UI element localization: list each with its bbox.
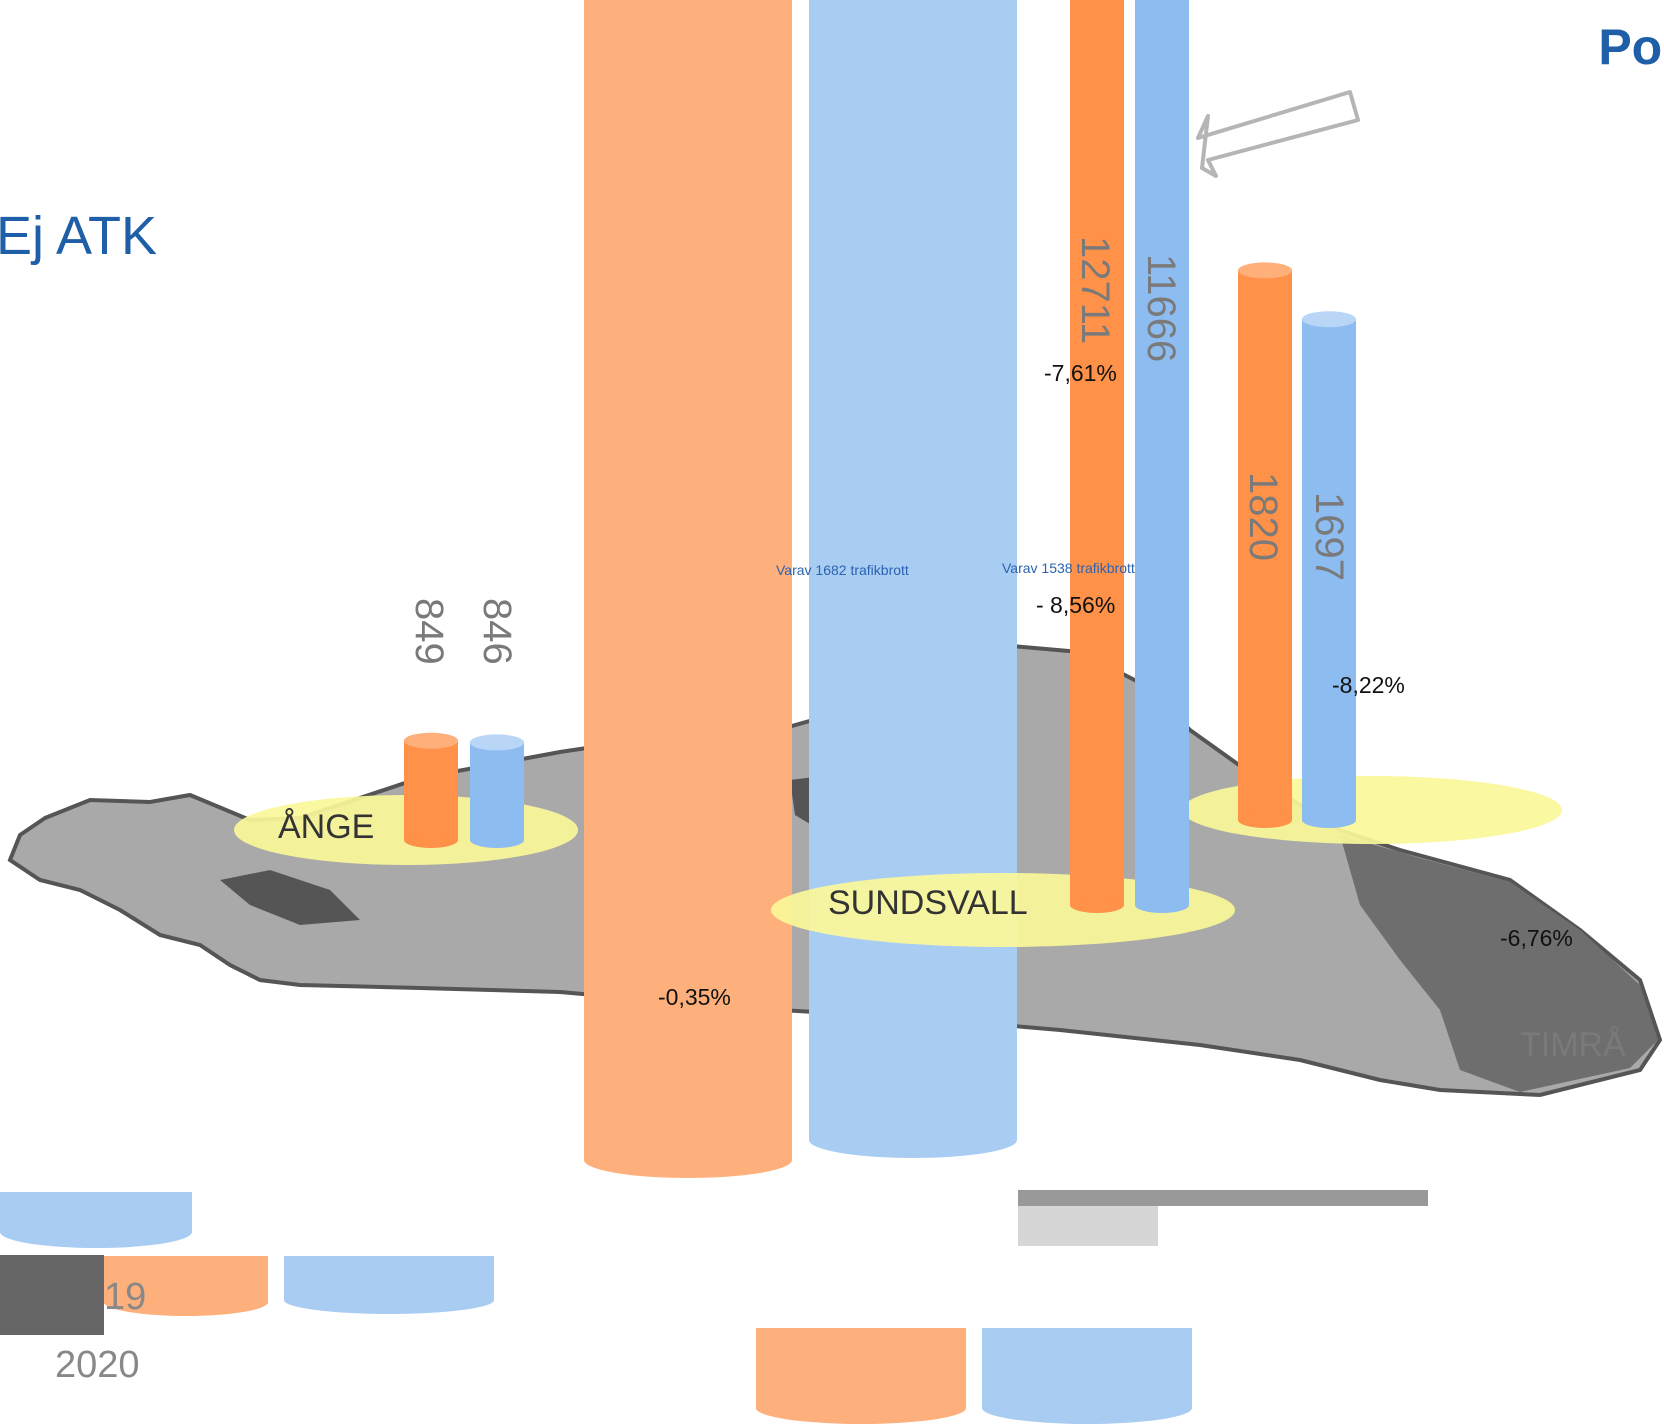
bg-cylinder-blue (809, 0, 1017, 1158)
value-label-ange-b: 846 (475, 598, 519, 665)
legend-swatch-blue-top (0, 1192, 192, 1248)
bars-layer (404, 0, 1356, 913)
legend-swatch-blue (284, 1256, 494, 1314)
bg-cylinder-orange (584, 0, 792, 1178)
bar-sundsvall-a (1070, 0, 1124, 913)
change-label-sundsvall: -7,61% (1044, 360, 1117, 386)
town-label-timra: TIMRÅ (1520, 1026, 1626, 1064)
map-strip-fade (1018, 1206, 1158, 1246)
bar-timr-a (1238, 262, 1292, 828)
change-label-subnote: - 8,56% (1036, 592, 1116, 618)
bar-sundsvall-b (1135, 0, 1189, 913)
bar-timr-b (1302, 311, 1356, 828)
legend-label-2019: 19 (104, 1276, 147, 1318)
subnote-2020: Varav 1538 trafikbrott (1002, 560, 1135, 576)
change-label-ange: -0,35% (658, 984, 731, 1010)
legend-swatch-orange-bottom (756, 1328, 966, 1424)
value-label-sundsvall-a: 12711 (1073, 236, 1117, 345)
town-label-sundsvall: SUNDSVALL (828, 884, 1028, 922)
page-title: Ej ATK (0, 206, 158, 266)
subnote-2019: Varav 1682 trafikbrott (776, 562, 909, 578)
value-label-ange-a: 849 (407, 598, 451, 665)
map-fragment (0, 1255, 104, 1335)
legend-swatch-orange (104, 1256, 268, 1316)
town-label-ange: ÅNGE (278, 808, 375, 846)
value-label-sundsvall-b: 11666 (1139, 254, 1183, 363)
map-region-timra (1340, 835, 1658, 1092)
change-label-extra: -8,22% (1332, 672, 1405, 698)
change-label-timra: -6,76% (1500, 925, 1573, 951)
value-label-timra-b: 1697 (1307, 492, 1351, 581)
bar-nge-a (404, 732, 458, 848)
arrow-icon (1196, 90, 1360, 178)
map-lake (220, 870, 360, 925)
legend-label-2020: 2020 (55, 1344, 140, 1386)
map-strip (1018, 1190, 1428, 1206)
bar-nge-b (470, 734, 524, 848)
police-logo: Poli (1598, 19, 1664, 75)
legend-swatch-blue-bottom (982, 1328, 1192, 1424)
value-label-timra-a: 1820 (1241, 472, 1285, 561)
